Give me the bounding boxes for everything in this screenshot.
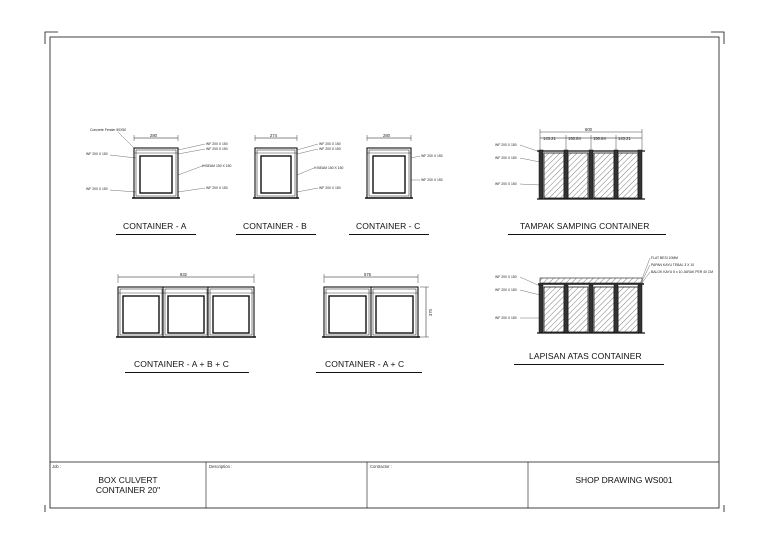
callout-wf-a-right-2: WF 200 X 150 xyxy=(206,147,228,151)
label-tampak-samping: TAMPAK SAMPING CONTAINER xyxy=(520,221,650,231)
callout-wf-side-1: WF 200 X 150 xyxy=(495,143,517,147)
container-c-section xyxy=(365,135,421,199)
underline-lapisan-atas xyxy=(514,364,664,365)
container-a-section xyxy=(109,131,206,199)
callout-papan-kayu: PAPAN KAYU TEBAL 3 X 10 xyxy=(651,263,694,267)
dim-c-width: 280 xyxy=(383,133,391,138)
title-block-frame xyxy=(50,461,719,508)
underline-container-c xyxy=(349,234,429,235)
callout-wf-c-1: WF 200 X 150 xyxy=(421,154,443,158)
underline-container-ac xyxy=(316,372,422,373)
callouts: Concrete Fender 50X50 WF 200 X 150 WF 20… xyxy=(86,128,713,320)
underline-container-abc xyxy=(125,372,249,373)
callout-wf-top-2: WF 200 X 150 xyxy=(495,288,517,292)
callout-wf-b-1: WF 200 X 150 xyxy=(319,142,341,146)
callout-wf-side-2: WF 200 X 150 xyxy=(495,156,517,160)
dimension-texts: 280 274 280 600 143.21 150.84 150.84 143… xyxy=(150,127,631,316)
callout-wf-a-left-bottom: WF 200 X 150 xyxy=(86,187,108,191)
label-container-abc: CONTAINER - A + B + C xyxy=(134,359,229,369)
dim-side-seg-1: 143.21 xyxy=(543,136,556,141)
callout-wf-side-3: WF 200 X 150 xyxy=(495,182,517,186)
underline-container-a xyxy=(116,234,196,235)
dim-side-seg-3: 150.84 xyxy=(593,136,606,141)
label-container-b: CONTAINER - B xyxy=(243,221,307,231)
dim-side-total: 600 xyxy=(585,127,593,132)
callout-wf-top-3: WF 200 X 150 xyxy=(495,316,517,320)
underline-container-b xyxy=(236,234,316,235)
contractor-label: Contractor : xyxy=(370,464,392,469)
label-container-ac: CONTAINER - A + C xyxy=(325,359,405,369)
dim-side-seg-4: 143.21 xyxy=(618,136,631,141)
callout-wf-a-left-top: WF 200 X 150 xyxy=(86,152,108,156)
callout-wf-b-2: WF 200 X 150 xyxy=(319,147,341,151)
callout-hbeam-a: H BEAM 150 X 150 xyxy=(202,164,232,168)
callout-concrete-fender: Concrete Fender 50X50 xyxy=(90,128,126,132)
dim-abc-width: 832 xyxy=(180,272,188,277)
job-value: BOX CULVERT CONTAINER 20" xyxy=(95,475,161,495)
dim-ac-width: 576 xyxy=(364,272,372,277)
tampak-samping-view xyxy=(519,129,645,200)
label-container-c: CONTAINER - C xyxy=(356,221,421,231)
callout-flat-besi: FLAT BESI 10MM xyxy=(651,256,678,260)
callout-wf-top-1: WF 200 X 150 xyxy=(495,275,517,279)
callout-wf-a-right-3: WF 200 X 150 xyxy=(206,186,228,190)
dim-a-width: 280 xyxy=(150,133,158,138)
dim-side-seg-2: 150.84 xyxy=(568,136,581,141)
label-lapisan-atas: LAPISAN ATAS CONTAINER xyxy=(529,351,642,361)
callout-wf-a-right-1: WF 200 X 150 xyxy=(206,142,228,146)
callout-balok-kayu: BALOK KAYU 5 x 10 JARAK PER 40 CM xyxy=(651,270,713,274)
description-label: Description : xyxy=(209,464,233,469)
underline-tampak-samping xyxy=(508,234,666,235)
container-b-section xyxy=(253,135,319,199)
job-label: Job : xyxy=(52,464,62,469)
sheet-border xyxy=(44,31,725,512)
dim-ac-height: 370 xyxy=(428,308,433,316)
sheet-title: SHOP DRAWING WS001 xyxy=(575,475,673,485)
label-container-a: CONTAINER - A xyxy=(123,221,187,231)
container-abc-section xyxy=(116,274,256,338)
lapisan-atas-view xyxy=(519,257,651,334)
callout-wf-c-2: WF 200 X 150 xyxy=(421,178,443,182)
dim-b-width: 274 xyxy=(270,133,278,138)
callout-hbeam-b: H BEAM 150 X 150 xyxy=(314,166,344,170)
container-ac-section xyxy=(322,274,429,338)
callout-wf-b-3: WF 200 X 150 xyxy=(319,186,341,190)
